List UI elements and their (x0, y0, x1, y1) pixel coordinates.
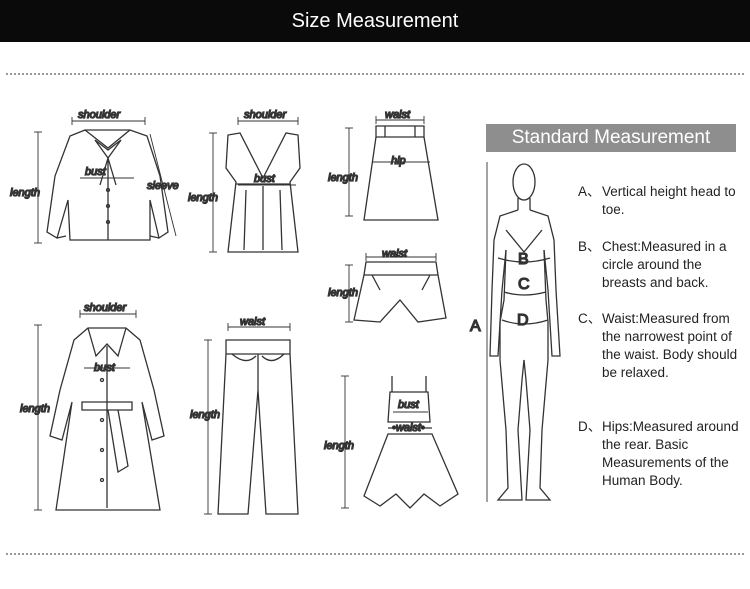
dress-waist-label: •waist• (392, 422, 425, 434)
measure-item-c: C、 Waist:Measured from the narrowest poi… (578, 310, 748, 382)
coat-figure (49, 327, 165, 511)
pants-measure-lines (204, 323, 291, 515)
measure-item-b: B、 Chest:Measured in a circle around the… (578, 238, 748, 292)
tank-top-measure-lines (209, 117, 299, 253)
panel-title: Standard Measurement (486, 124, 736, 152)
coat-measure-lines (34, 310, 137, 511)
skirt-waist-label: waist (385, 109, 411, 121)
measure-key-b: B、 (578, 239, 601, 254)
figure-letter-d: D (517, 312, 529, 329)
dress-length-label: length (324, 440, 354, 452)
body-figure (489, 163, 561, 501)
header-bar: Size Measurement (0, 0, 750, 42)
coat-length-label: length (20, 403, 50, 415)
dress-bust-label: bust (398, 399, 420, 411)
dress-figure (363, 376, 459, 509)
skirt-figure (363, 125, 439, 221)
shorts-measure-lines (345, 253, 437, 323)
measure-key-c: C、 (578, 311, 602, 326)
shorts-waist-label: waist (382, 248, 408, 260)
pants-length-label: length (190, 409, 220, 421)
measure-text-c: Waist:Measured from the narrowest point … (602, 311, 738, 380)
measure-text-d: Hips:Measured around the rear. Basic Mea… (602, 419, 739, 488)
skirt-hip-label: hip (391, 155, 406, 167)
blouse-sleeve-label: sleeve (147, 180, 179, 192)
tank-top-length-label: length (188, 192, 218, 204)
dress-measure-lines (341, 375, 428, 509)
measure-text-a: Vertical height head to toe. (602, 184, 736, 217)
bottom-divider (6, 553, 744, 555)
shorts-figure (353, 261, 447, 323)
coat-shoulder-label: shoulder (84, 302, 128, 314)
tank-top-bust-label: bust (254, 173, 276, 185)
figure-letter-b: B (518, 251, 529, 268)
blouse-shoulder-label: shoulder (78, 109, 122, 121)
tank-top-figure (225, 132, 301, 253)
pants-figure (217, 339, 299, 515)
page-title: Size Measurement (291, 9, 459, 32)
tank-top-shoulder-label: shoulder (244, 109, 288, 121)
measure-item-d: D、 Hips:Measured around the rear. Basic … (578, 418, 748, 490)
measure-item-a: A、 Vertical height head to toe. (578, 183, 748, 219)
blouse-figure (46, 129, 169, 241)
top-divider (6, 73, 744, 75)
figure-letter-a: A (470, 318, 481, 335)
measure-text-b: Chest:Measured in a circle around the br… (602, 239, 727, 290)
measure-key-a: A、 (578, 184, 601, 199)
measure-key-d: D、 (578, 419, 602, 434)
blouse-length-label: length (10, 187, 40, 199)
skirt-length-label: length (328, 172, 358, 184)
shorts-length-label: length (328, 287, 358, 299)
skirt-measure-lines (345, 116, 430, 217)
coat-bust-label: bust (94, 362, 116, 374)
blouse-measure-lines (34, 117, 177, 244)
figure-letter-c: C (518, 276, 530, 293)
blouse-bust-label: bust (85, 166, 107, 178)
pants-waist-label: waist (240, 316, 266, 328)
